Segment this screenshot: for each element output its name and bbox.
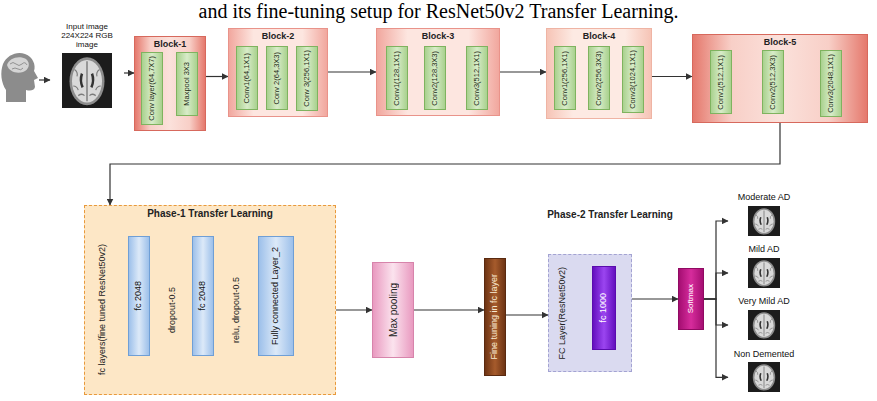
arrow-connector bbox=[328, 71, 376, 72]
mri-image bbox=[62, 53, 112, 108]
conv-layer: Conv1(256,1X1) bbox=[554, 46, 576, 110]
conv-layer: Conv2(512,3X3) bbox=[762, 50, 784, 114]
conv-layer: Conv 2(64,3X3) bbox=[266, 46, 288, 110]
panel-heading: Block-2 bbox=[262, 31, 295, 41]
panel-heading: Block-4 bbox=[583, 31, 616, 41]
layer-label: Conv3(512,1X1) bbox=[473, 51, 481, 106]
layer-label: Conv 2(64,3X3) bbox=[273, 52, 281, 105]
layer-label: Conv1(256,1X1) bbox=[561, 51, 569, 106]
resnet-block: Block-5Conv1(512,1X1) Conv2(512,3X3) Conv3… bbox=[692, 34, 868, 123]
mri-image bbox=[748, 206, 780, 236]
resnet-block: Block-4Conv1(256,1X1) Conv2(256,3X3) Conv3… bbox=[546, 28, 652, 119]
conv-layer: Conv3(2048,1X1) bbox=[820, 50, 842, 117]
layer-label: Conv layer(64,7X7) bbox=[148, 56, 156, 121]
panel-note: fc layers(fine tuned ResNet50v2) bbox=[98, 244, 108, 375]
pooling-layer: Max pooling bbox=[372, 262, 414, 358]
mri-image bbox=[748, 258, 780, 288]
conv-layer: Conv3(512,1X1) bbox=[466, 46, 488, 110]
layer-label: Max pooling bbox=[388, 283, 399, 337]
image-label: Non Demented bbox=[728, 349, 800, 359]
class-output: Very Mild AD bbox=[728, 296, 800, 342]
head-icon bbox=[1, 53, 38, 102]
layer-label: Softmax bbox=[687, 284, 696, 313]
panel-heading: Block-5 bbox=[764, 37, 797, 47]
phase-panel: Phase-1 Transfer Learning fc layers(fine … bbox=[84, 205, 336, 395]
fc-layer: fc 1000 bbox=[592, 266, 616, 350]
arrow-connector bbox=[704, 273, 728, 299]
resnet-block: Block-2Conv1(64,1X1) Conv 2(64,3X3) Conv 3… bbox=[228, 28, 328, 117]
layer-label: fc 2048 bbox=[198, 281, 208, 311]
layer-label: Conv2(512,3X3) bbox=[769, 55, 777, 110]
phase-panel: Phase-2 Transfer LearningFC Layer(ResNet… bbox=[548, 254, 632, 372]
panel-heading: Phase-2 Transfer Learning bbox=[547, 209, 673, 220]
arrow-connector bbox=[506, 314, 548, 315]
resnet-block: Block-3Conv1(128,1X1) Conv2(128,3X3) Conv3… bbox=[376, 28, 500, 116]
layer-label: fc 2048 bbox=[134, 281, 144, 311]
fc-layer: fc 2048 bbox=[128, 236, 150, 356]
conv-layer: Conv layer(64,7X7) bbox=[141, 52, 163, 125]
arrow-connector bbox=[206, 76, 228, 77]
conv-layer: Conv 3(256,1X1) bbox=[296, 46, 318, 111]
fc-layer: Fully connected Layer_2 bbox=[258, 236, 294, 356]
fc-layer: fc 2048 bbox=[192, 236, 214, 356]
arrow-connector bbox=[632, 298, 678, 299]
conv-layer: Conv2(128,3X3) bbox=[424, 46, 446, 110]
layer-label: Conv 3(256,1X1) bbox=[303, 50, 311, 107]
arrow-connector bbox=[414, 309, 484, 310]
resnet-block: Block-1Conv layer(64,7X7) Maxpool 3X3 bbox=[134, 36, 206, 131]
arrow-connector bbox=[124, 72, 134, 73]
layer-label: Conv2(256,3X3) bbox=[595, 51, 603, 106]
layer-label: Conv1(64,1X1) bbox=[243, 53, 251, 103]
layer-label: Conv2(128,3X3) bbox=[431, 51, 439, 106]
mri-image bbox=[748, 362, 780, 392]
arrow-connector bbox=[652, 76, 692, 77]
arrow-connector bbox=[704, 221, 728, 299]
layer-label: Conv1(128,1X1) bbox=[393, 51, 401, 106]
arrow-connector bbox=[500, 71, 546, 72]
conv-layer: Conv1(64,1X1) bbox=[236, 46, 258, 110]
softmax-layer: Softmax bbox=[678, 268, 704, 330]
caption-text: and its fine-tuning setup for ResNet50v2… bbox=[0, 0, 877, 22]
input-image: Input image 224X224 RGB image bbox=[50, 22, 124, 110]
class-output: Moderate AD bbox=[728, 192, 800, 238]
conv-layer: Conv3(1024,1X1) bbox=[622, 46, 644, 113]
panel-note: dropout-0.5 bbox=[168, 287, 178, 333]
layer-label: Maxpool 3X3 bbox=[183, 62, 191, 106]
arrow-connector bbox=[704, 299, 728, 377]
panel-heading: Block-1 bbox=[154, 39, 187, 49]
class-output: Non Demented bbox=[728, 349, 800, 394]
image-label: Mild AD bbox=[728, 244, 800, 254]
mri-image bbox=[748, 310, 780, 340]
panel-note: FC Layer(ResNet50v2) bbox=[558, 267, 568, 360]
conv-layer: Conv1(128,1X1) bbox=[386, 46, 408, 110]
image-label: Very Mild AD bbox=[728, 296, 800, 306]
panel-heading: Phase-1 Transfer Learning bbox=[147, 208, 273, 219]
layer-label: Conv1(512,1X1) bbox=[717, 55, 725, 110]
image-label: Moderate AD bbox=[728, 192, 800, 202]
conv-layer: Conv1(512,1X1) bbox=[710, 50, 732, 114]
layer-label: Fully connected Layer_2 bbox=[271, 247, 281, 345]
layer-label: fc 1000 bbox=[599, 293, 609, 323]
pool-layer: Maxpool 3X3 bbox=[176, 52, 198, 116]
fine-tune-layer: Fine tuning in fc layer bbox=[484, 258, 506, 376]
panel-heading: Block-3 bbox=[422, 31, 455, 41]
layer-label: Conv3(2048,1X1) bbox=[827, 54, 835, 113]
layer-label: Fine tuning in fc layer bbox=[490, 274, 500, 360]
panel-note: relu, dropout-0.5 bbox=[232, 277, 242, 343]
image-label: Input image 224X224 RGB image bbox=[50, 22, 124, 50]
layer-label: Conv3(1024,1X1) bbox=[629, 50, 637, 109]
class-output: Mild AD bbox=[728, 244, 800, 290]
conv-layer: Conv2(256,3X3) bbox=[588, 46, 610, 110]
arrow-connector bbox=[110, 123, 780, 205]
arrow-connector bbox=[336, 309, 372, 310]
input-arrow bbox=[39, 79, 50, 80]
